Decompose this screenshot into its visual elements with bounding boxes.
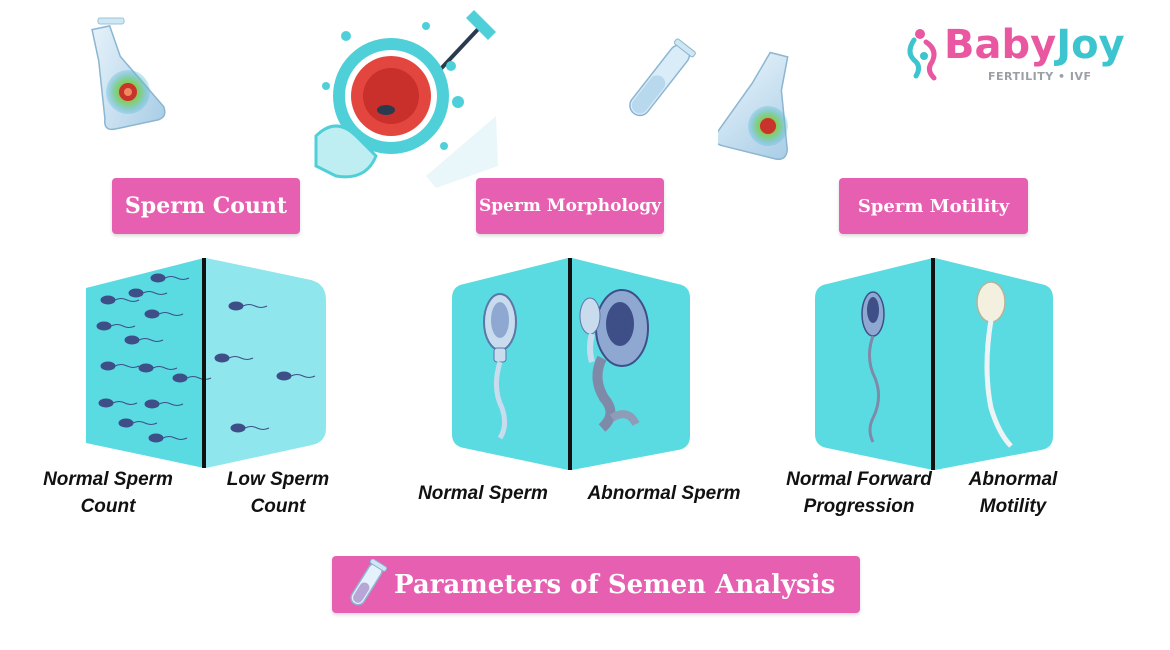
banner-title: Parameters of Semen Analysis [394, 569, 836, 600]
panel-divider [568, 258, 572, 470]
caption-abnormal-motility: Abnormal Motility [968, 469, 1058, 517]
sperm-cell [124, 335, 164, 345]
caption-normal-forward-progression: Normal Forward Progression [786, 469, 932, 517]
panel-divider [202, 258, 206, 468]
flask-illustration-left [91, 17, 166, 131]
sperm-cell [150, 273, 190, 283]
section-title-sperm-morphology: Sperm Morphology [476, 178, 664, 234]
panel-divider [931, 258, 935, 470]
section-title-sperm-motility: Sperm Motility [839, 178, 1028, 234]
panel-sperm-motility [815, 258, 1053, 470]
abnormal-sperm-cell [579, 289, 649, 432]
panel-sperm-count [86, 258, 326, 468]
sperm-cell [96, 321, 136, 331]
caption-abnormal-sperm: Abnormal Sperm [587, 483, 741, 504]
sperm-cell [230, 423, 270, 433]
abnormal-motility-sperm-cell [976, 281, 1013, 448]
icsi-injection-illustration [314, 10, 498, 188]
caption-normal-sperm-count: Normal Sperm Count [43, 469, 173, 517]
test-tube-illustration [629, 38, 696, 117]
section-title-sperm-count: Sperm Count [112, 178, 300, 234]
logo-word-joy: Joy [1056, 22, 1125, 68]
sperm-cell [276, 371, 316, 381]
sperm-cell [98, 398, 138, 408]
progressive-sperm-cell [861, 291, 885, 443]
flask-illustration-right [718, 51, 789, 160]
sperm-cell [118, 418, 158, 428]
sperm-cell [100, 361, 140, 371]
logo-tagline: FERTILITY • IVF [988, 70, 1092, 83]
sperm-cell [228, 301, 268, 311]
sperm-cell [144, 309, 184, 319]
banner-parameters-of-semen-analysis: Parameters of Semen Analysis [332, 556, 860, 613]
sperm-cell [172, 373, 212, 383]
caption-normal-sperm: Normal Sperm [418, 483, 548, 504]
sperm-cell [100, 295, 140, 305]
mother-baby-icon [907, 29, 937, 81]
panel-sperm-morphology [452, 258, 690, 470]
normal-sperm-cell [483, 293, 517, 440]
sperm-cell [148, 433, 188, 443]
sperm-cell [128, 288, 168, 298]
logo-word-baby: Baby [944, 22, 1057, 68]
caption-low-sperm-count: Low Sperm Count [226, 469, 330, 517]
test-tube-icon [350, 558, 388, 605]
sperm-cell [214, 353, 254, 363]
sperm-cell [138, 363, 178, 373]
sperm-cell [144, 399, 184, 409]
brand-logo: BabyJoy FERTILITY • IVF [904, 20, 1160, 90]
